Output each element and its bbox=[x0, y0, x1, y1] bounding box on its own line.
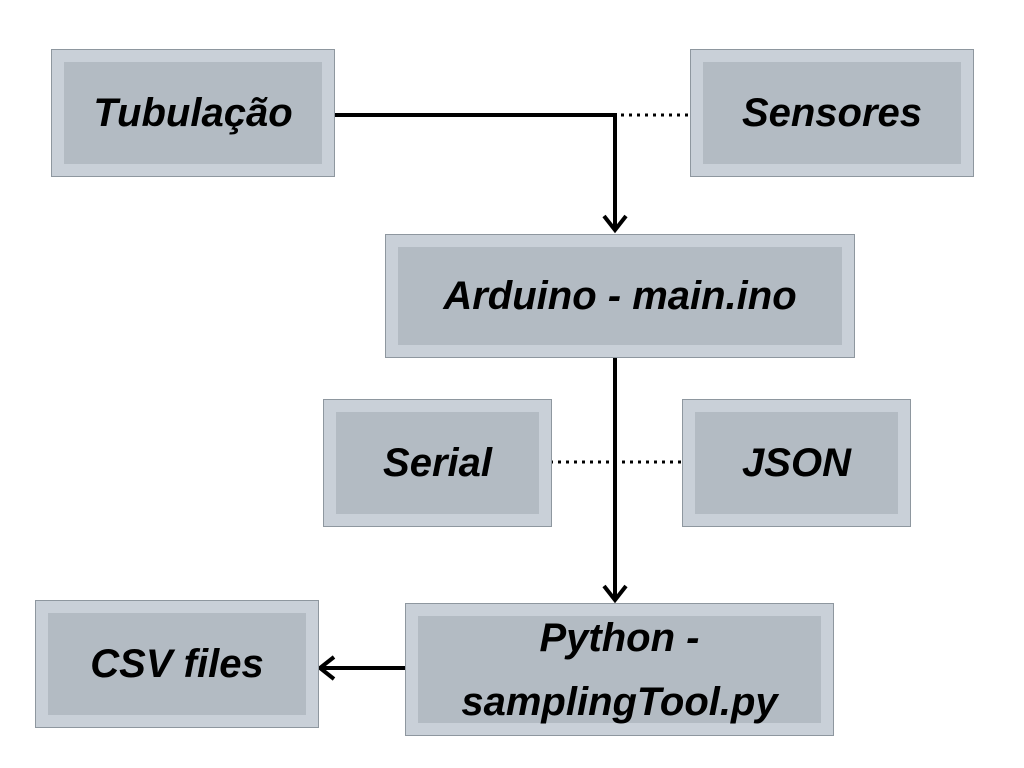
arrowhead-python bbox=[602, 584, 628, 604]
node-tubulacao-inner: Tubulação bbox=[64, 62, 322, 164]
node-python-label: Python - samplingTool.py bbox=[461, 615, 778, 724]
node-serial-inner: Serial bbox=[336, 412, 539, 514]
node-tubulacao: Tubulação bbox=[51, 49, 335, 177]
node-csv-files: CSV files bbox=[35, 600, 319, 728]
node-arduino: Arduino - main.ino bbox=[385, 234, 855, 358]
node-json: JSON bbox=[682, 399, 911, 527]
node-python-inner: Python - samplingTool.py bbox=[418, 616, 821, 724]
node-sensores: Sensores bbox=[690, 49, 974, 177]
node-csv-files-inner: CSV files bbox=[48, 613, 306, 715]
edge-tubulacao-to-arduino bbox=[335, 113, 617, 228]
node-json-inner: JSON bbox=[695, 412, 898, 514]
node-csv-files-label: CSV files bbox=[90, 642, 264, 686]
node-serial: Serial bbox=[323, 399, 552, 527]
arrowhead-arduino bbox=[602, 214, 628, 234]
node-sensores-inner: Sensores bbox=[703, 62, 961, 164]
arrowhead-csv bbox=[316, 655, 336, 681]
node-json-label: JSON bbox=[742, 441, 851, 485]
node-tubulacao-label: Tubulação bbox=[93, 91, 293, 135]
node-serial-label: Serial bbox=[383, 441, 492, 485]
node-arduino-label: Arduino - main.ino bbox=[443, 274, 797, 318]
node-python: Python - samplingTool.py bbox=[405, 603, 834, 736]
node-arduino-inner: Arduino - main.ino bbox=[398, 247, 842, 345]
node-sensores-label: Sensores bbox=[741, 91, 923, 135]
